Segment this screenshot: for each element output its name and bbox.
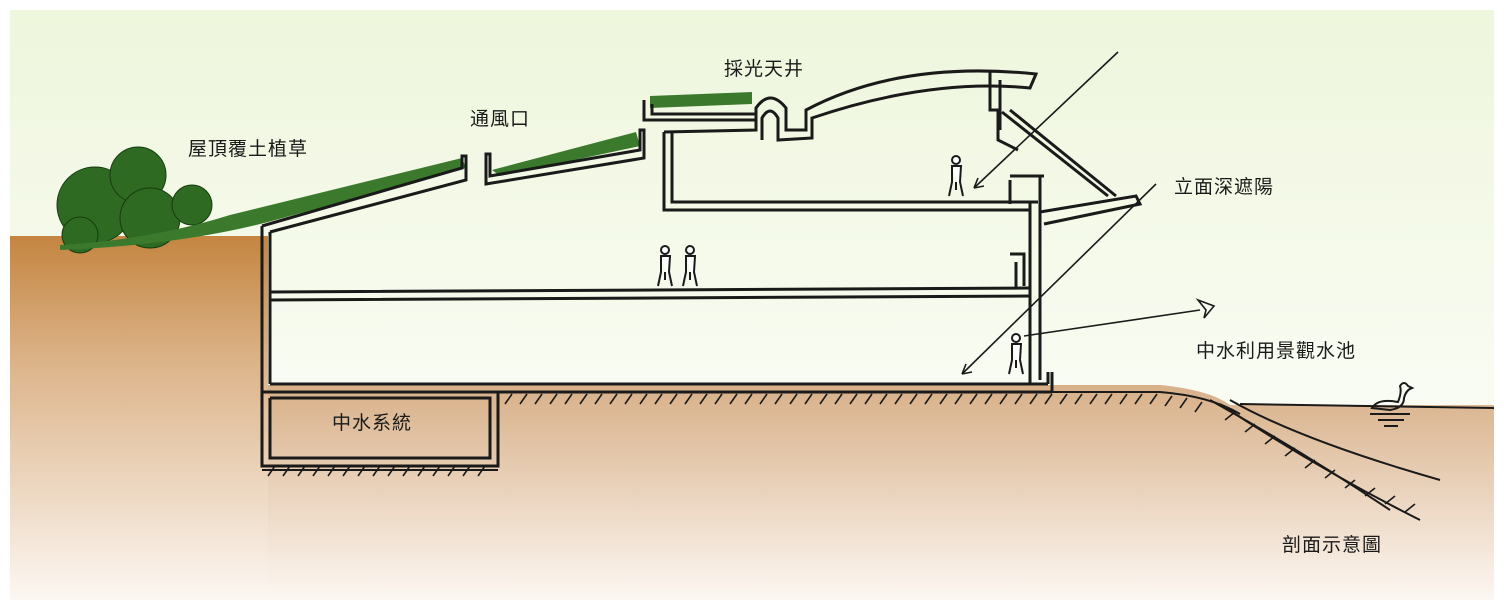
label-greywater-system: 中水系統 [332, 412, 413, 434]
hatch-ticks [267, 393, 1416, 513]
label-facade-shading: 立面深遮陽 [1174, 176, 1275, 198]
label-caption: 剖面示意圖 [1282, 534, 1383, 556]
roof-grass-left [60, 158, 466, 250]
roof-grass-middle [492, 132, 640, 176]
label-vent: 通風口 [470, 108, 531, 130]
label-skylight: 採光天井 [724, 58, 805, 80]
person-figures [657, 155, 1024, 375]
tree-cluster [56, 146, 213, 254]
label-landscape-pond: 中水利用景觀水池 [1196, 340, 1357, 362]
person-icon [948, 155, 964, 197]
roof-grass-top [650, 92, 752, 108]
ground-hatching [262, 391, 1495, 521]
label-roof-planting: 屋頂覆土植草 [188, 138, 309, 160]
person-icon [1008, 333, 1024, 375]
person-icon [682, 245, 698, 287]
person-icon [657, 245, 673, 287]
duck-icon [1370, 382, 1415, 427]
left-ground [10, 236, 268, 600]
sunlight-arrows [961, 51, 1216, 375]
main-ground [268, 385, 1494, 600]
